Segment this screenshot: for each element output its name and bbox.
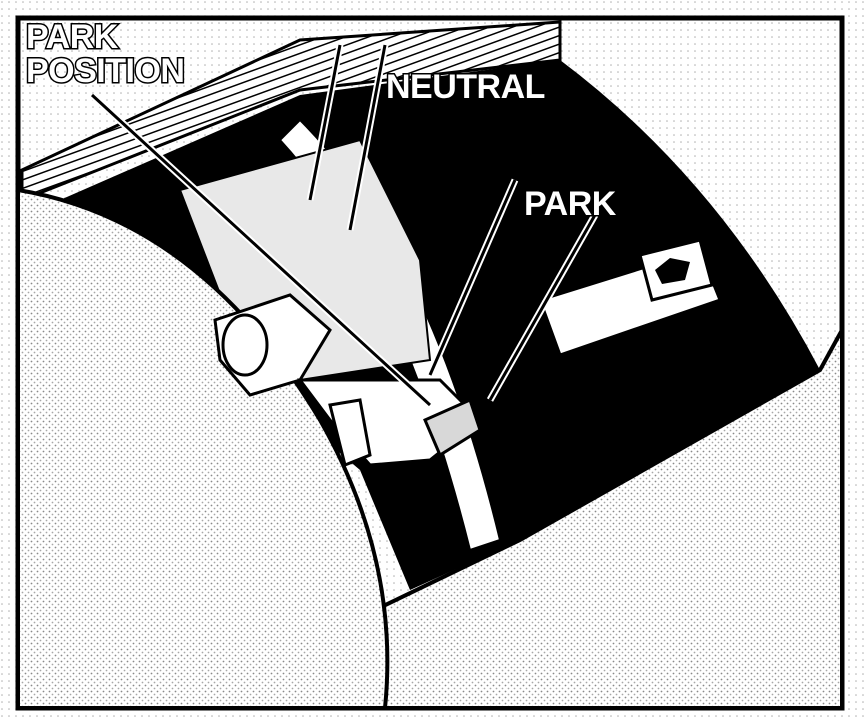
drum-left xyxy=(16,187,390,710)
label-neutral: NEUTRAL xyxy=(386,68,545,106)
leader-park-2 xyxy=(488,214,597,401)
pawl-pivot-pin xyxy=(221,313,269,377)
shaft-notch xyxy=(655,258,690,284)
pawl-bracket xyxy=(328,398,372,468)
leader-park-1 xyxy=(428,179,517,376)
leader-lines xyxy=(89,44,599,408)
leader-neutral-2 xyxy=(348,44,387,231)
leader-neutral-1 xyxy=(308,44,342,201)
label-park-position-line1: PARK xyxy=(26,18,119,56)
label-park: PARK xyxy=(524,185,617,223)
leader-park-position xyxy=(90,93,432,407)
label-park-position-line2: POSITION xyxy=(26,52,184,90)
pawl-tooth xyxy=(423,397,482,458)
